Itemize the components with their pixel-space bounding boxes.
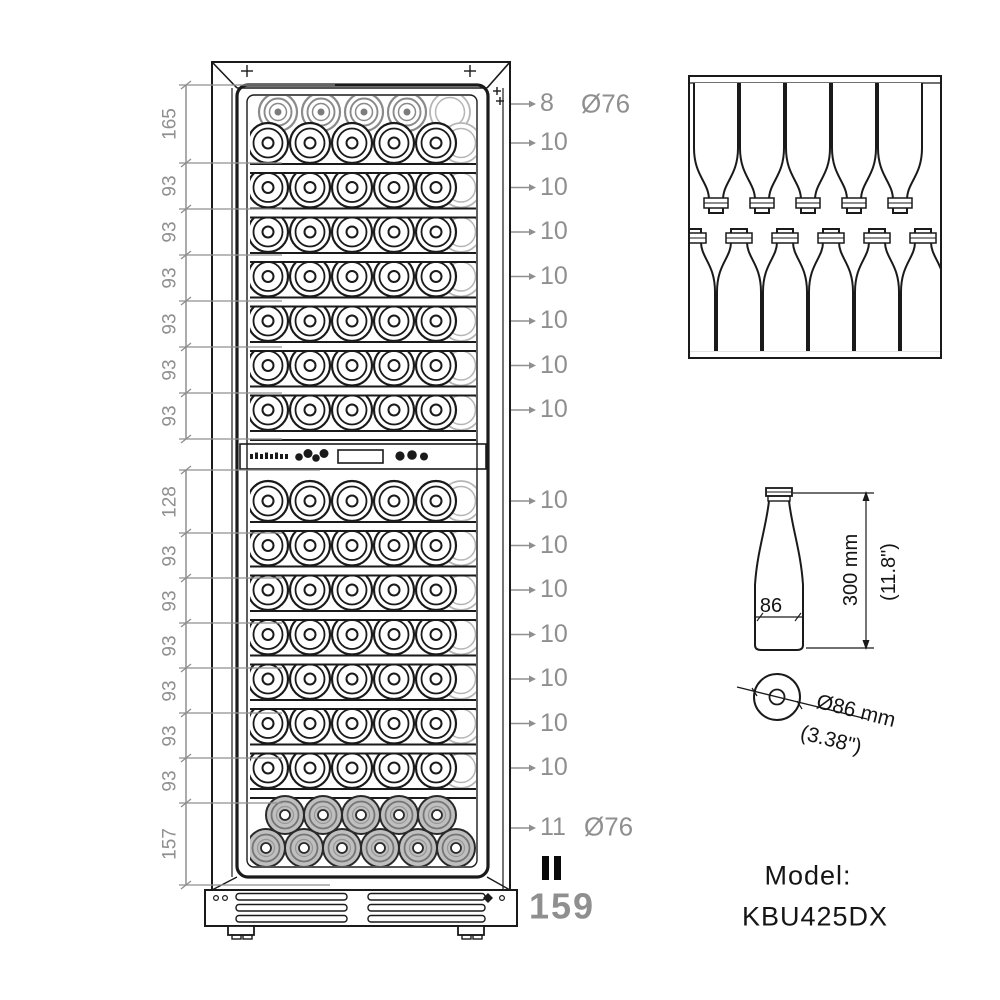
vent-slat (367, 892, 486, 901)
bottle-neck-down (739, 83, 785, 214)
left-dimension: 93 (159, 679, 181, 702)
vent-slat (235, 892, 348, 901)
left-dimension: 93 (159, 634, 181, 657)
shelf-count: 10 (540, 172, 568, 201)
bottle-width-label: 86 (759, 595, 783, 617)
shelf-count: 11 (540, 813, 566, 841)
shelf-count: 10 (540, 128, 568, 156)
brand-logo-mark (260, 454, 263, 459)
left-dimension: 93 (159, 724, 181, 747)
left-dimension: 93 (159, 405, 181, 427)
left-dimension: 128 (159, 485, 181, 518)
brand-logo-mark (255, 452, 258, 459)
shelf-count: 10 (540, 486, 568, 514)
bottle-neck-up (762, 228, 808, 351)
equals-icon (542, 856, 561, 880)
brand-logo-mark (250, 454, 253, 459)
left-dimension: 93 (159, 267, 181, 289)
shelf-count: 10 (540, 306, 568, 334)
bottom-shelf-diameter-label: Ø76 (584, 811, 634, 842)
left-dimension: 93 (159, 769, 181, 792)
vent-slat (235, 903, 348, 912)
bottle-neck-down (785, 83, 831, 214)
left-dimension: 93 (159, 175, 181, 197)
brand-logo-mark (275, 452, 278, 459)
shelf-loading-detail (688, 75, 942, 359)
cooler-base (204, 889, 518, 940)
shelf-count: 10 (540, 575, 568, 603)
dimension-lines (179, 80, 536, 890)
bottle-neck-up (900, 228, 940, 351)
left-dimension: 93 (159, 359, 181, 381)
shelf-count: 8 (540, 89, 554, 117)
bottle-neck-up (854, 228, 900, 351)
total-capacity-label: 159 (529, 885, 596, 927)
shelf-count: 10 (540, 261, 568, 290)
shelf-count: 10 (540, 619, 568, 648)
left-dimension: 157 (159, 828, 181, 860)
shelf-count: 10 (540, 217, 568, 245)
bottle-neck-up (716, 228, 762, 351)
left-dimension: 93 (159, 313, 181, 335)
bottle-neck-down (693, 83, 739, 214)
detail-bottles (690, 83, 940, 351)
model-label: Model: (764, 860, 852, 891)
shelf-count: 10 (540, 530, 568, 559)
bottle-side-view (754, 487, 874, 651)
brand-logo-mark (265, 452, 268, 459)
bottle-neck-up (808, 228, 854, 351)
foot (457, 925, 485, 936)
display-screen (337, 449, 384, 464)
brand-logo-mark (280, 454, 283, 459)
vent-slat (367, 914, 486, 923)
vent-slat (367, 903, 486, 912)
bottle-neck-down (877, 83, 923, 214)
left-dimension: 93 (159, 589, 181, 612)
shelf-count: 10 (540, 753, 568, 781)
left-dimension: 165 (159, 108, 181, 140)
shelf-count: 10 (540, 708, 568, 737)
control-panel (239, 443, 487, 470)
model-number: KBU425DX (741, 901, 889, 932)
left-dimension: 93 (159, 544, 181, 567)
shelf-count: 10 (540, 395, 568, 423)
bottle-neck-down (831, 83, 877, 214)
foot (227, 925, 255, 936)
vent-slat (235, 914, 348, 923)
bottle-height-inches-label: (11.8") (878, 543, 900, 601)
shelf-rows (250, 96, 476, 866)
bottle-bottom-view (736, 673, 868, 721)
shelf-count: 10 (540, 350, 568, 379)
brand-logo-mark (285, 454, 288, 459)
left-dimension: 93 (159, 221, 181, 243)
shelf-count: 10 (540, 664, 568, 692)
brand-logo-mark (270, 454, 273, 459)
bottle-neck-up (690, 228, 716, 351)
top-shelf-diameter-label: Ø76 (581, 88, 631, 119)
bottle-height-label: 300 mm (840, 533, 862, 607)
